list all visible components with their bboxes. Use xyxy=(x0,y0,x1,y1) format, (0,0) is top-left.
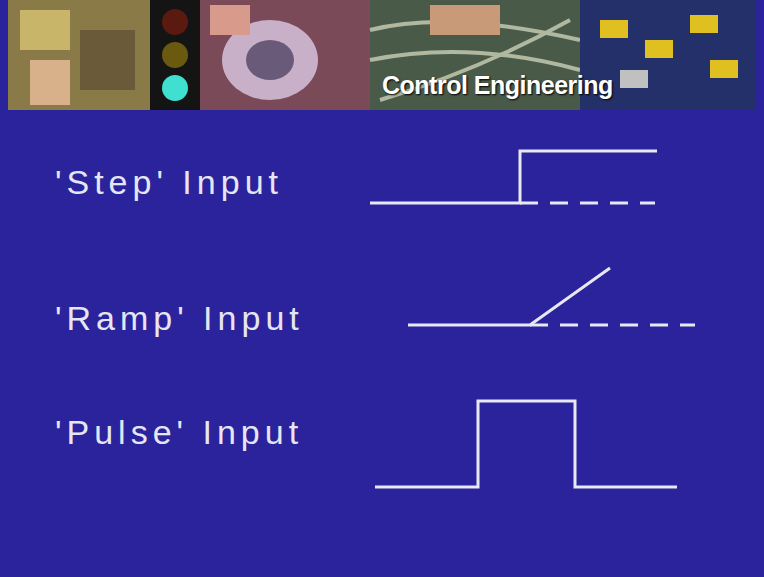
photo-detail xyxy=(80,30,135,90)
input-label: 'Ramp' Input xyxy=(55,298,304,338)
traffic-lamp xyxy=(162,42,188,68)
lens-center xyxy=(246,40,294,80)
photo-detail xyxy=(30,60,70,105)
pulse-waveform xyxy=(375,401,677,487)
component xyxy=(645,40,673,58)
input-label: 'Step' Input xyxy=(55,162,283,202)
traffic-lamp xyxy=(162,75,188,101)
banner-collage xyxy=(8,0,756,110)
photo-hand xyxy=(430,5,500,35)
component xyxy=(620,70,648,88)
step-baseline xyxy=(520,202,655,205)
input-label: 'Pulse' Input xyxy=(55,412,303,452)
photo-hands xyxy=(8,0,150,110)
step-waveform xyxy=(370,151,657,203)
component xyxy=(690,15,718,33)
component xyxy=(600,20,628,38)
photo-hand xyxy=(210,5,250,35)
photo-lens xyxy=(200,0,370,110)
photo-detail xyxy=(20,10,70,50)
component xyxy=(710,60,738,78)
ramp-waveform xyxy=(408,268,610,325)
traffic-light xyxy=(150,0,200,110)
traffic-lamp xyxy=(162,9,188,35)
banner-title: Control Engineering xyxy=(382,70,613,100)
banner-ground xyxy=(8,0,756,110)
ramp-baseline xyxy=(530,324,695,327)
waveforms xyxy=(370,151,695,487)
